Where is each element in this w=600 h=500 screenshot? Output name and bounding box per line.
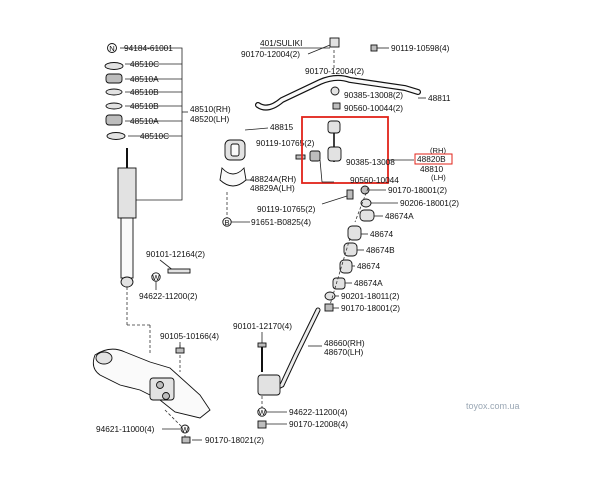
arm-mount-icon [149,377,175,401]
highlight-48820b-box [414,153,453,165]
washer-48510c-icon [104,62,124,70]
nut-18001-a-icon [360,185,370,195]
label-91651-b0825: 91651-B0825(4) [251,217,311,227]
link-top-bushing-icon [327,120,341,134]
washer-13008-icon [330,86,340,96]
label-94184-61001: 94184-61001 [124,43,173,53]
label-90385-13008-link: 90385-13008 [346,157,395,167]
label-48510a: 48510A [130,74,159,84]
bushing-48674a-2-icon [332,277,346,290]
callout-w-2-icon [180,424,190,434]
spacer-10044-icon [332,102,341,110]
label-90385-13008-top: 90385-13008(2) [344,90,403,100]
label-48510-rh: 48510(RH) [190,104,231,114]
label-90170-12004-nut: 90170-12004(2) [305,66,364,76]
callout-n-letter: N [109,44,114,53]
label-48510a-2: 48510A [130,116,159,126]
label-90170-18001-a: 90170-18001(2) [388,185,447,195]
highlight-link-box [301,116,389,184]
bushing-48510b-icon [105,88,123,96]
stabilizer-link-group [309,120,342,162]
callout-w-letter: W [152,273,160,282]
bolt-top-icon [329,37,340,48]
strut-rod-end-icon [257,374,281,396]
shock-absorber-group: N [104,43,188,355]
nut-18021-icon [181,436,191,444]
label-90119-10598: 90119-10598(4) [391,43,450,53]
label-48815: 48815 [270,122,293,132]
bushing-48510b-2-icon [105,102,123,110]
label-48674a-1: 48674A [385,211,414,221]
label-48810: 48810 [420,164,443,174]
label-48820b: 48820B [417,154,446,164]
label-48510b: 48510B [130,87,159,97]
watermark-text: toyox.com.ua [466,401,520,411]
shock-lower-body-icon [120,217,134,279]
label-90101-12164: 90101-12164(2) [146,249,205,259]
bolt-12164-icon [167,268,191,274]
label-90201-18011: 90201-18011(2) [341,291,400,301]
label-90105-10166: 90105-10166(4) [160,331,219,341]
label-90560-10044-link: 90560-10044 [350,175,399,185]
label-48510c: 48510C [130,59,159,69]
link-lower-bushing-icon [327,146,342,162]
arm-bushing-icon [95,351,113,365]
callout-n-icon [107,43,117,53]
label-48674-2: 48674 [357,261,380,271]
label-90560-10044-top: 90560-10044(2) [344,103,403,113]
shock-lower-eye-icon [120,276,134,288]
label-90119-10765-a: 90119-10765(2) [256,138,315,148]
label-48674a-2: 48674A [354,278,383,288]
label-90206-18001: 90206-18001(2) [400,198,459,208]
label-90170-12004-top: 90170-12004(2) [241,49,300,59]
label-90119-10765-b: 90119-10765(2) [257,204,316,214]
bolt-10598-icon [370,44,378,52]
bolt-10765-b-icon [346,189,354,200]
nut-18001-b-icon [324,303,334,312]
callout-w-3-letter: W [258,408,266,417]
bolt-10765-a-icon [295,154,306,160]
label-48510b-2: 48510B [130,101,159,111]
label-90170-12008: 90170-12008(4) [289,419,348,429]
label-90101-12170: 90101-12170(4) [233,321,292,331]
bushing-48510a-icon [105,73,123,84]
label-48670-lh: 48670(LH) [324,347,363,357]
link-washer-icon [309,150,321,162]
label-94621-11000: 94621-11000(4) [96,424,155,434]
label-48811: 48811 [428,93,451,103]
bushing-48674a-icon [359,209,375,222]
bushing-48674-2-icon [339,259,353,274]
callout-b-letter: B [224,218,229,227]
bushing-48674-icon [347,225,362,241]
bolt-10166-icon [175,347,185,354]
label-48674b: 48674B [366,245,395,255]
label-94622-11200-b: 94622-11200(4) [289,407,348,417]
label-48674: 48674 [370,229,393,239]
lower-control-arm-group [92,345,211,440]
bushing-48510a-2-icon [105,114,123,126]
label-48829a-lh: 48829A(LH) [250,183,295,193]
bushing-48674b-icon [343,242,358,257]
shock-upper-body-icon [117,167,137,219]
label-90170-18021: 90170-18021(2) [205,435,264,445]
label-link-rh: (RH) [430,146,446,155]
label-48510c-2: 48510C [140,131,169,141]
label-90170-18001-b: 90170-18001(2) [341,303,400,313]
washer-48510c-2-icon [106,132,126,140]
bracket-48824a-icon [219,167,247,187]
label-suliki: 401/SULIKI [260,38,302,48]
shock-group-bracket [125,47,183,201]
label-48520-lh: 48520(LH) [190,114,229,124]
label-48824a-rh: 48824A(RH) [250,174,296,184]
label-48660-rh: 48660(RH) [324,338,365,348]
label-94622-11200-a: 94622-11200(2) [139,291,198,301]
callout-w-2-letter: W [181,425,189,434]
nut-12008-icon [257,420,267,429]
label-link-lh: (LH) [431,173,446,182]
